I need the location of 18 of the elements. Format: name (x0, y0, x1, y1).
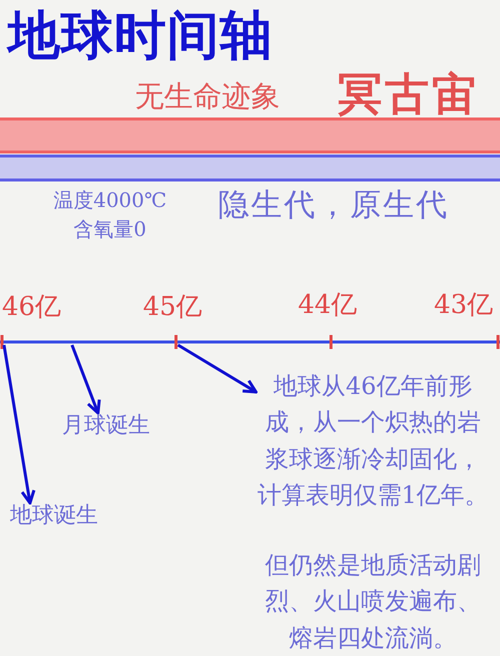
event-label: 地球诞生 (10, 503, 98, 528)
tick-label: 46亿 (2, 293, 62, 323)
description-text: 地球从46亿年前形成，从一个炽热的岩浆球逐渐冷却固化，计算表明仅需1亿年。 (256, 371, 490, 512)
description-text: 但仍然是地质活动剧烈、火山喷发遍布、熔岩四处流淌。 (264, 550, 482, 654)
tick-label: 45亿 (143, 293, 202, 323)
era-name: 隐生代，原生代 (218, 188, 449, 224)
title: 地球时间轴 (8, 6, 273, 66)
arrow (2, 344, 36, 504)
tick-label: 43亿 (434, 291, 494, 321)
tick-label: 44亿 (298, 291, 358, 321)
era-note: 温度4000℃ 含氧量0 (52, 187, 168, 243)
era-bar (0, 154, 500, 182)
era-note: 无生命迹象 (135, 80, 280, 114)
era-bar (0, 118, 500, 154)
event-label: 月球诞生 (62, 413, 150, 438)
era-name: 冥古宙 (338, 70, 479, 121)
arrow (70, 344, 101, 414)
arrow (177, 344, 258, 394)
